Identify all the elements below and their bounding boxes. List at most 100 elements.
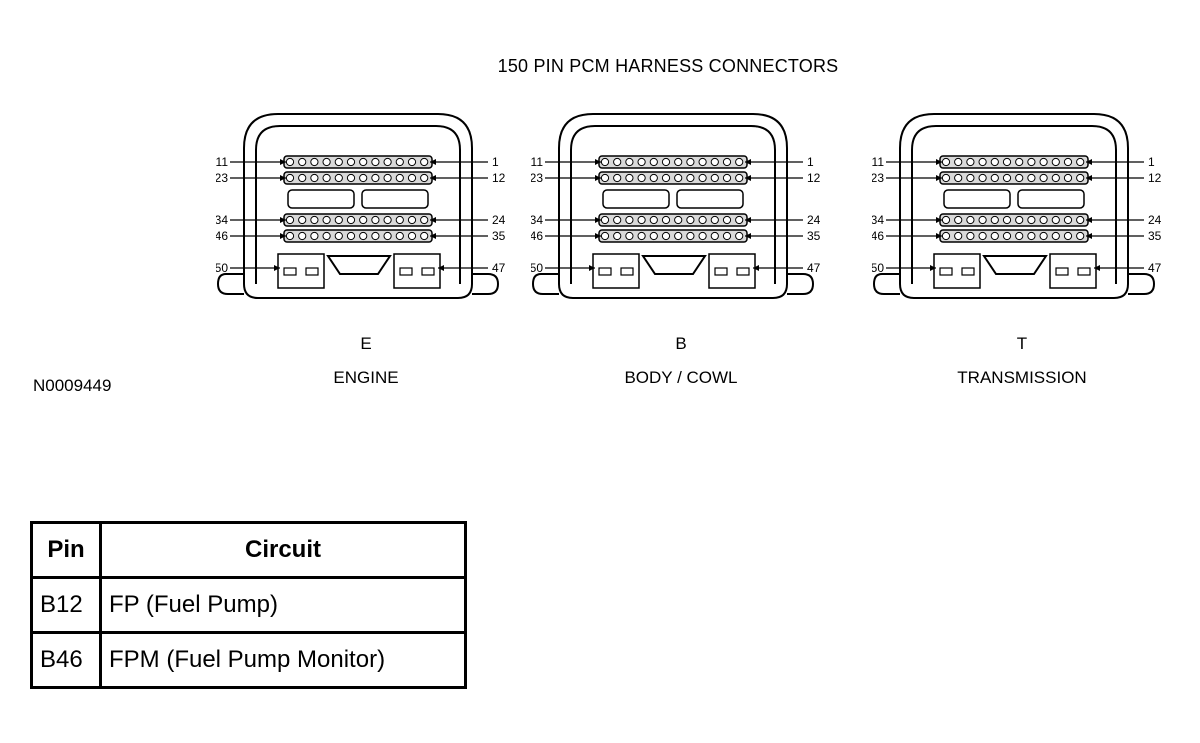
pin-cavity [383,215,392,225]
pin-cavity [1015,215,1024,225]
pin-cavity [1076,231,1085,241]
leader-left-arrow [280,217,286,223]
leader-right-arrow [1086,233,1092,239]
pin-cavity [686,231,695,241]
connector-name: BODY / COWL [624,368,738,387]
pin-label-right: 35 [492,229,506,243]
pin-label-left: 46 [872,229,884,243]
pin-cavity [1063,231,1073,241]
leader-left-arrow [280,175,286,181]
leader-right-arrow [430,217,436,223]
leader-left-arrow [595,217,601,223]
pin-cavity [1063,157,1073,167]
pin-cavity [674,215,683,225]
pin-cavity [285,215,295,225]
pin-cavity [990,231,999,241]
pin-cavity [371,231,380,241]
pin-cavity [407,231,417,241]
pin-cavity [710,215,719,225]
pin-cavity [334,231,343,241]
pin-cavity [954,231,963,241]
pin-cavity [310,173,319,183]
connector-name: ENGINE [333,368,399,387]
pin-cavity [637,173,646,183]
pin-label-right: 1 [807,155,814,169]
pin-cavity [710,231,719,241]
power-pin-right [714,267,728,276]
pin-cavity [625,157,634,167]
pin-cavity [686,173,695,183]
right-tab [787,273,815,295]
pin-cavity [407,157,417,167]
leader-left-arrow [936,159,942,165]
pin-cavity [990,157,999,167]
pin-label-left: 34 [872,213,884,227]
leader-right-arrow [745,233,751,239]
pin-cavity [334,173,343,183]
leader-left-arrow [936,175,942,181]
pin-cavity [371,215,380,225]
pin-label-right: 47 [807,261,821,275]
pin-cavity [322,157,331,167]
pin-cavity [661,157,671,167]
pin-label-right: 1 [492,155,499,169]
pin-cavity [1027,215,1036,225]
pin-cavity [407,215,417,225]
leader-right-arrow [1094,265,1100,271]
pin-cavity [625,231,634,241]
pin-cavity [637,215,646,225]
pin-cavity [1051,231,1060,241]
pin-cavity [625,215,634,225]
pin-cavity [1027,173,1036,183]
pin-cavity [334,157,343,167]
pin-cavity [1015,173,1024,183]
pin-cavity [383,231,392,241]
power-pin-left [961,267,975,276]
power-pin-left [598,267,612,276]
pin-label-left: 11 [531,155,543,169]
pin-cavity [722,157,732,167]
table-row: B12 FP (Fuel Pump) [30,576,467,634]
leader-right-arrow [1086,217,1092,223]
leader-left-arrow [595,159,601,165]
power-pin-left [939,267,953,276]
pin-cavity [941,157,951,167]
pin-cavity [686,215,695,225]
pin-cavity [661,231,671,241]
leader-right-arrow [1086,159,1092,165]
pin-cavity [359,231,368,241]
pin-cavity [359,215,368,225]
pin-cavity [285,173,295,183]
pin-cavity [710,173,719,183]
pin-cavity [735,173,744,183]
power-terminal-right [1049,253,1097,289]
pin-cavity [600,173,610,183]
pin-cavity [1015,231,1024,241]
pin-cavity [735,215,744,225]
pin-label-right: 24 [492,213,506,227]
power-pin-left [283,267,297,276]
pin-cavity [420,215,429,225]
pin-cavity [298,173,307,183]
pin-cavity [1039,215,1048,225]
pin-label-left: 34 [216,213,228,227]
pin-cavity [661,173,671,183]
housing-outline [899,113,1129,299]
center-slot-left [602,189,670,209]
pin-table: Pin Circuit B12 FP (Fuel Pump) B46 FPM (… [30,521,467,689]
right-tab [472,273,500,295]
pin-cavity [298,231,307,241]
pin-cavity [346,173,356,183]
pin-cavity [1051,157,1060,167]
pin-label-left: 23 [872,171,884,185]
pin-cavity [383,173,392,183]
pin-cavity [649,215,658,225]
pin-cavity [395,173,404,183]
pin-label-right: 47 [492,261,506,275]
pin-cavity [649,157,658,167]
pin-cavity [298,157,307,167]
pin-cavity [735,157,744,167]
